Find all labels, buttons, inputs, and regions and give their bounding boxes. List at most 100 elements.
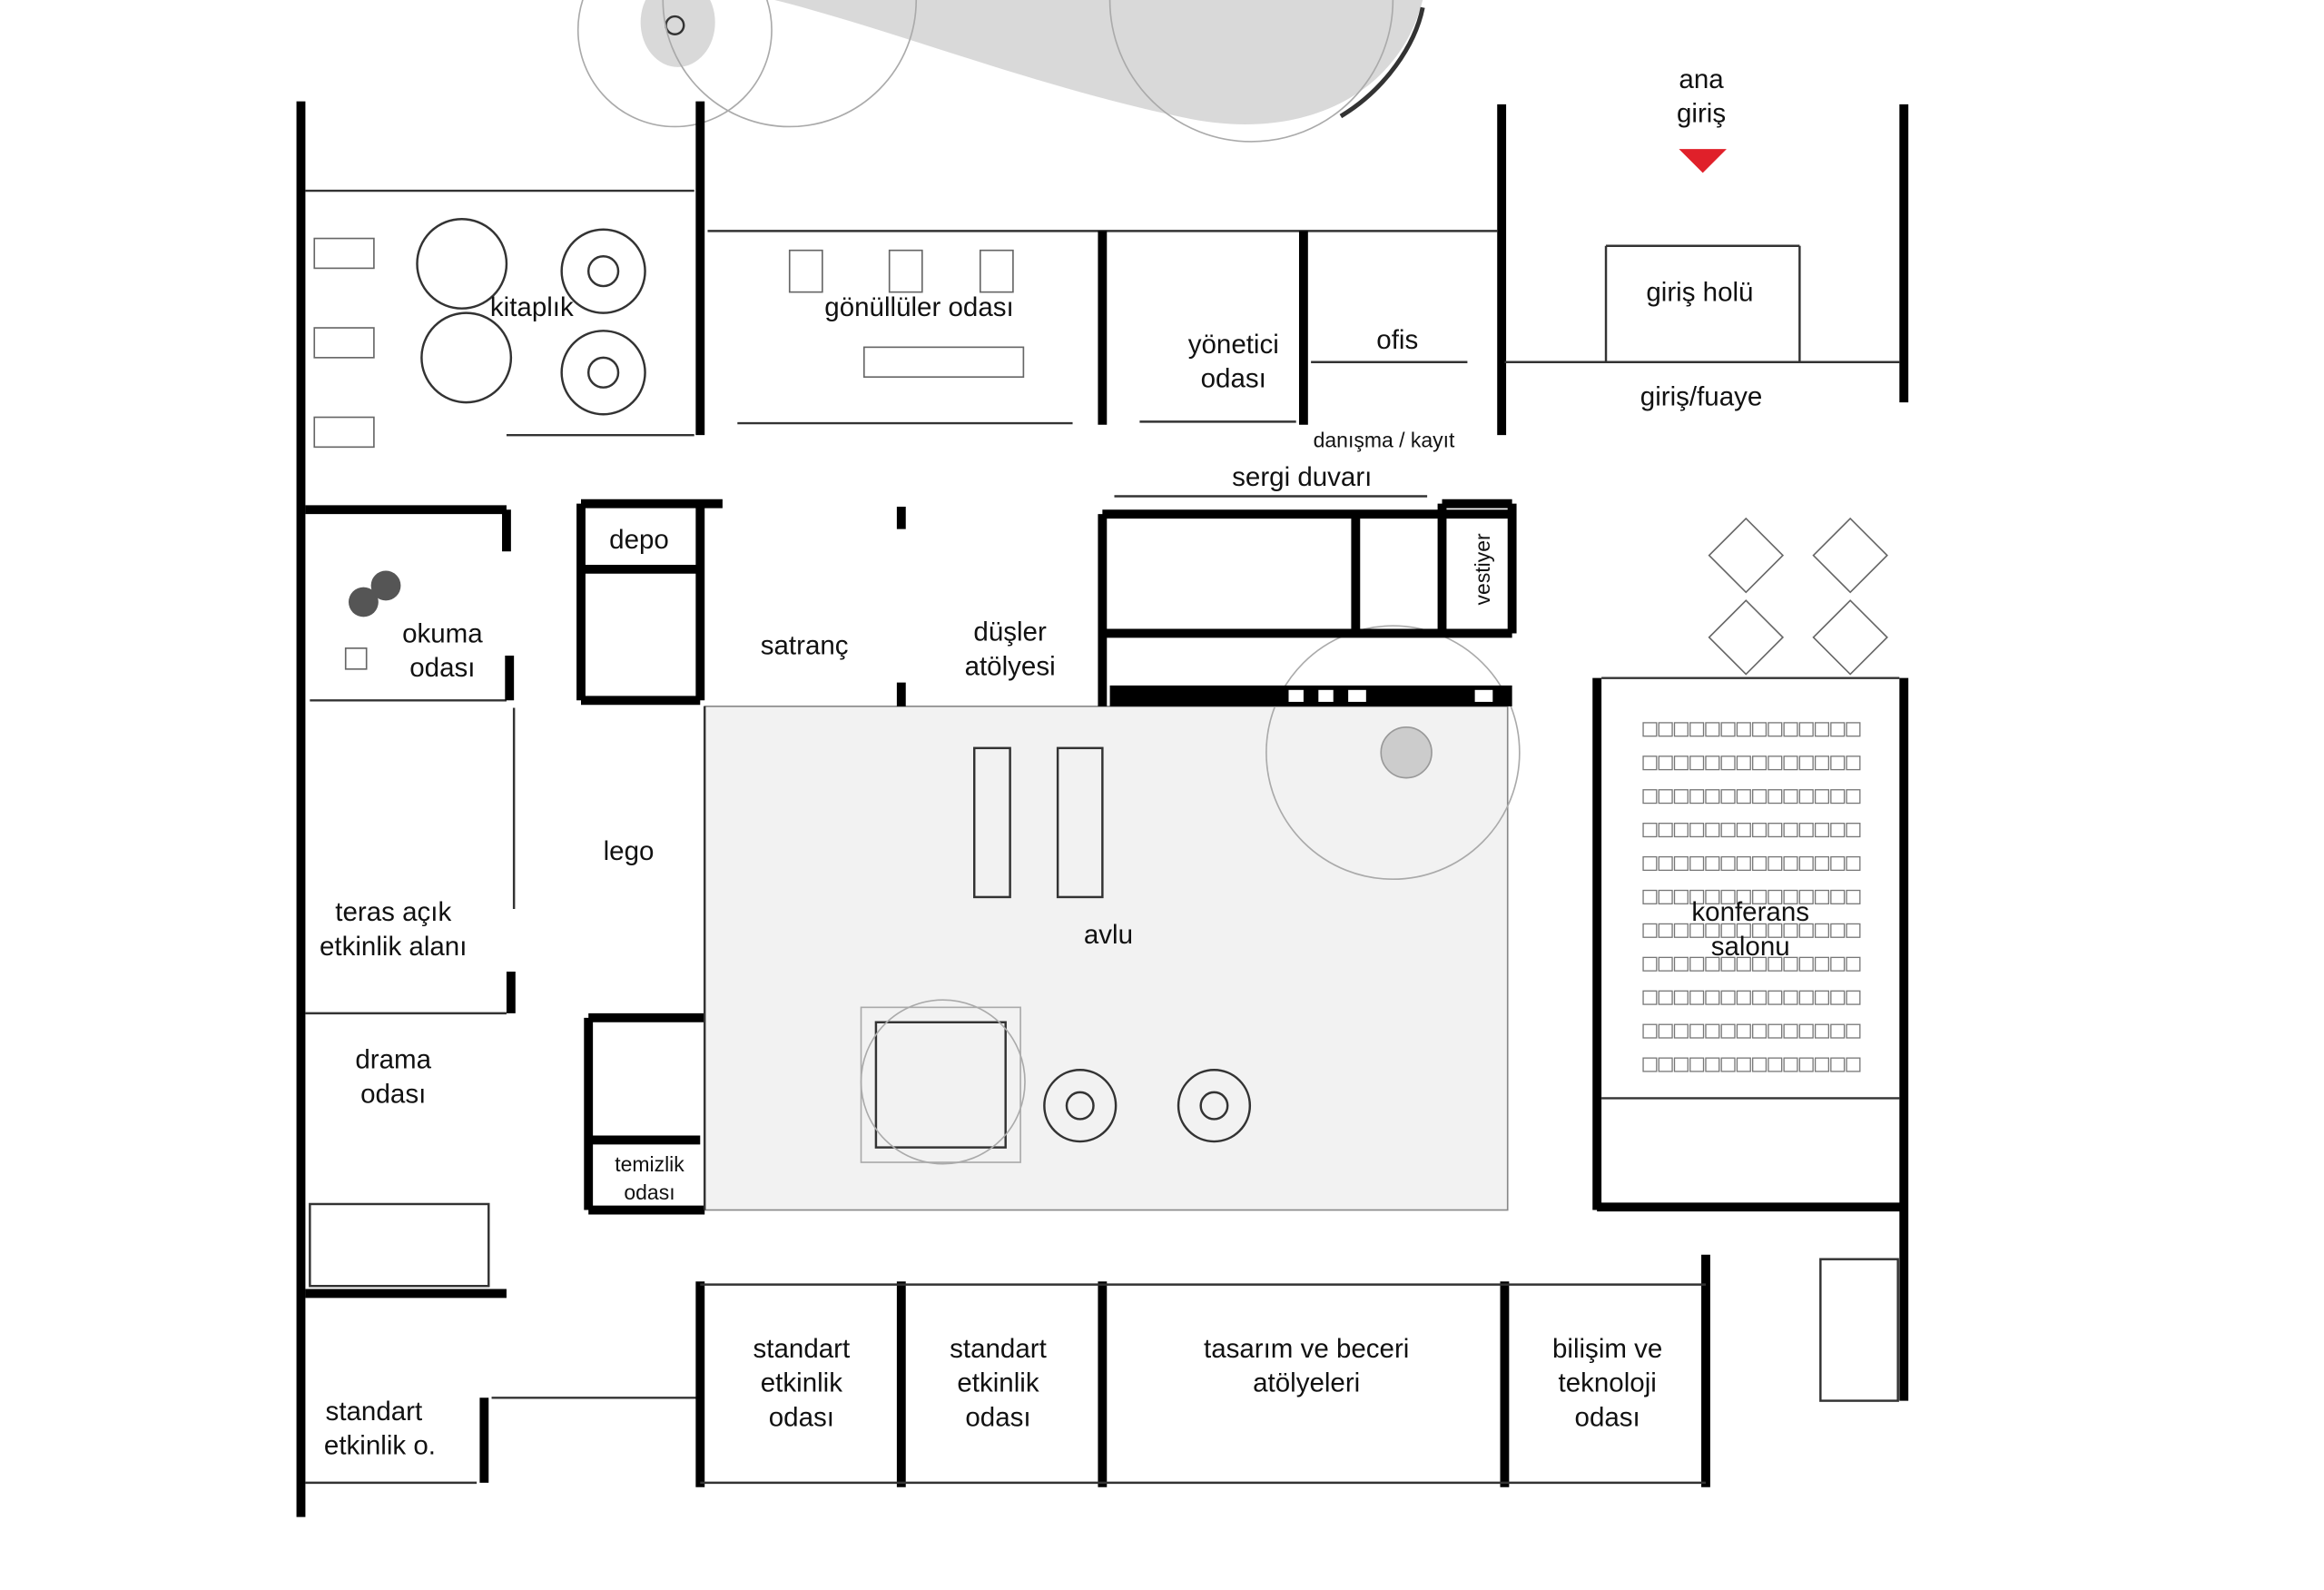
- seat: [1689, 855, 1705, 872]
- seat: [1783, 923, 1798, 938]
- label-standart-2: etkinlik: [957, 1368, 1039, 1398]
- seat: [1752, 923, 1768, 938]
- seat: [1783, 789, 1798, 805]
- seat: [1783, 889, 1798, 904]
- seat: [1705, 923, 1720, 938]
- seat: [1752, 722, 1768, 737]
- seat-row: [1642, 990, 1861, 1005]
- seat: [1720, 1057, 1736, 1072]
- entrance-arrow-icon: [1679, 149, 1727, 173]
- seat: [1642, 889, 1658, 904]
- label-dusler: düşler: [973, 617, 1047, 647]
- seat: [1768, 990, 1783, 1005]
- seat: [1830, 1057, 1846, 1072]
- seat: [1798, 855, 1814, 872]
- seat: [1673, 923, 1689, 938]
- seat: [1846, 923, 1861, 938]
- seat: [1798, 956, 1814, 972]
- seat: [1752, 855, 1768, 872]
- label-vestiyer: vestiyer: [1471, 533, 1494, 605]
- seat: [1814, 923, 1830, 938]
- seat: [1814, 789, 1830, 805]
- seat: [1814, 956, 1830, 972]
- seat: [1830, 889, 1846, 904]
- seat: [1673, 823, 1689, 838]
- seat: [1830, 956, 1846, 972]
- seat: [1673, 855, 1689, 872]
- seat: [1830, 923, 1846, 938]
- label-yonetici: odası: [1201, 364, 1266, 394]
- seat-row: [1642, 855, 1861, 872]
- label-danisma: danışma / kayıt: [1314, 428, 1455, 451]
- conference-seating: [1642, 722, 1861, 1072]
- label-konferans: konferans: [1691, 897, 1809, 927]
- seat: [1846, 823, 1861, 838]
- label-drama: odası: [360, 1079, 426, 1109]
- seat: [1783, 855, 1798, 872]
- seat: [1720, 889, 1736, 904]
- seat-row: [1642, 722, 1861, 737]
- label-drama: drama: [355, 1045, 431, 1075]
- seat: [1846, 889, 1861, 904]
- seat-row: [1642, 789, 1861, 805]
- seat: [1783, 990, 1798, 1005]
- seat: [1830, 755, 1846, 771]
- seat: [1846, 956, 1861, 972]
- label-depo: depo: [609, 525, 669, 555]
- seat: [1768, 789, 1783, 805]
- seat: [1814, 722, 1830, 737]
- seat: [1768, 823, 1783, 838]
- label-okuma: odası: [409, 653, 475, 683]
- seat: [1798, 889, 1814, 904]
- seat: [1720, 823, 1736, 838]
- seat: [1752, 789, 1768, 805]
- seat: [1642, 923, 1658, 938]
- label-temizlik: temizlik: [615, 1152, 684, 1176]
- seat: [1830, 823, 1846, 838]
- seat: [1846, 722, 1861, 737]
- seat: [1814, 823, 1830, 838]
- label-teras: teras açık: [335, 897, 451, 927]
- label-standart-2: standart: [950, 1334, 1047, 1364]
- seat: [1658, 755, 1673, 771]
- seat: [1830, 855, 1846, 872]
- seat: [1720, 956, 1736, 972]
- seat: [1658, 889, 1673, 904]
- seat: [1673, 889, 1689, 904]
- label-temizlik: odası: [624, 1180, 675, 1204]
- seat: [1798, 789, 1814, 805]
- label-standart-3: etkinlik o.: [324, 1431, 436, 1461]
- seat: [1689, 990, 1705, 1005]
- label-giris-holu: giriş holü: [1646, 277, 1753, 307]
- seat: [1673, 1023, 1689, 1039]
- label-ofis: ofis: [1376, 325, 1418, 355]
- courtyard-floor: [704, 706, 1509, 1211]
- seat: [1673, 722, 1689, 737]
- seat: [1689, 956, 1705, 972]
- seat: [1642, 1023, 1658, 1039]
- seat: [1689, 1057, 1705, 1072]
- seat: [1720, 789, 1736, 805]
- seat: [1673, 755, 1689, 771]
- label-dusler: atölyesi: [965, 651, 1056, 681]
- seat: [1768, 755, 1783, 771]
- label-standart-1: etkinlik: [761, 1368, 842, 1398]
- seat: [1798, 923, 1814, 938]
- seat: [1642, 1057, 1658, 1072]
- label-okuma: okuma: [402, 618, 483, 648]
- label-yonetici: yönetici: [1188, 330, 1279, 360]
- seat: [1830, 789, 1846, 805]
- seat: [1642, 855, 1658, 872]
- seat: [1642, 789, 1658, 805]
- seat: [1736, 889, 1751, 904]
- seat: [1752, 889, 1768, 904]
- volunteers-furniture: [788, 249, 1025, 379]
- seat: [1705, 990, 1720, 1005]
- seat: [1752, 755, 1768, 771]
- seat-row: [1642, 823, 1861, 838]
- seat: [1752, 1057, 1768, 1072]
- seat: [1768, 923, 1783, 938]
- seat: [1798, 990, 1814, 1005]
- seat: [1736, 990, 1751, 1005]
- seat: [1673, 956, 1689, 972]
